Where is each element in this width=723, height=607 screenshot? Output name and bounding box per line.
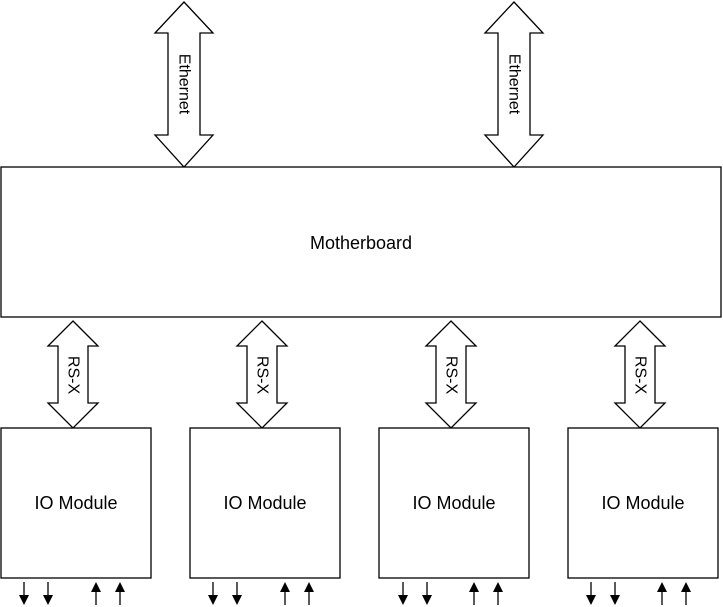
io-module-label: IO Module — [412, 493, 495, 513]
output-signal-arrow — [19, 582, 29, 605]
ethernet-link-1: Ethernet — [153, 1, 215, 168]
output-signal-arrow — [398, 582, 408, 605]
input-signal-arrow — [493, 582, 503, 605]
motherboard-label: Motherboard — [310, 233, 412, 253]
rs-label: RS-X — [65, 356, 82, 395]
output-signal-arrow — [422, 582, 432, 605]
rs-label: RS-X — [632, 356, 649, 395]
io-module-box — [567, 427, 719, 579]
output-signal-arrow — [43, 582, 53, 605]
output-signal-arrow — [208, 582, 218, 605]
rs-link-2: RS-X — [235, 320, 289, 429]
rs-label: RS-X — [443, 356, 460, 395]
output-signal-arrow — [610, 582, 620, 605]
ethernet-label: Ethernet — [176, 54, 193, 115]
input-signal-arrow — [469, 582, 479, 605]
ethernet-link-2: Ethernet — [483, 1, 545, 168]
output-signal-arrow — [586, 582, 596, 605]
io-signals-2 — [208, 582, 314, 605]
input-signal-arrow — [115, 582, 125, 605]
io-module-box — [189, 427, 341, 579]
io-module-label: IO Module — [34, 493, 117, 513]
io-module-1: IO Module — [0, 427, 152, 579]
rs-link-3: RS-X — [424, 320, 478, 429]
io-signals-3 — [398, 582, 503, 605]
io-module-box — [378, 427, 530, 579]
motherboard: Motherboard — [0, 166, 722, 318]
motherboard-box — [0, 166, 722, 318]
io-module-4: IO Module — [567, 427, 719, 579]
io-module-2: IO Module — [189, 427, 341, 579]
io-module-box — [0, 427, 152, 579]
output-signal-arrow — [232, 582, 242, 605]
io-module-label: IO Module — [223, 493, 306, 513]
input-signal-arrow — [304, 582, 314, 605]
input-signal-arrow — [681, 582, 691, 605]
rs-label: RS-X — [254, 356, 271, 395]
io-signals-1 — [19, 582, 125, 605]
rs-link-1: RS-X — [46, 320, 100, 429]
input-signal-arrow — [91, 582, 101, 605]
input-signal-arrow — [657, 582, 667, 605]
io-signals-4 — [586, 582, 691, 605]
io-module-label: IO Module — [601, 493, 684, 513]
io-module-3: IO Module — [378, 427, 530, 579]
input-signal-arrow — [280, 582, 290, 605]
ethernet-label: Ethernet — [506, 54, 523, 115]
rs-link-4: RS-X — [613, 320, 667, 429]
